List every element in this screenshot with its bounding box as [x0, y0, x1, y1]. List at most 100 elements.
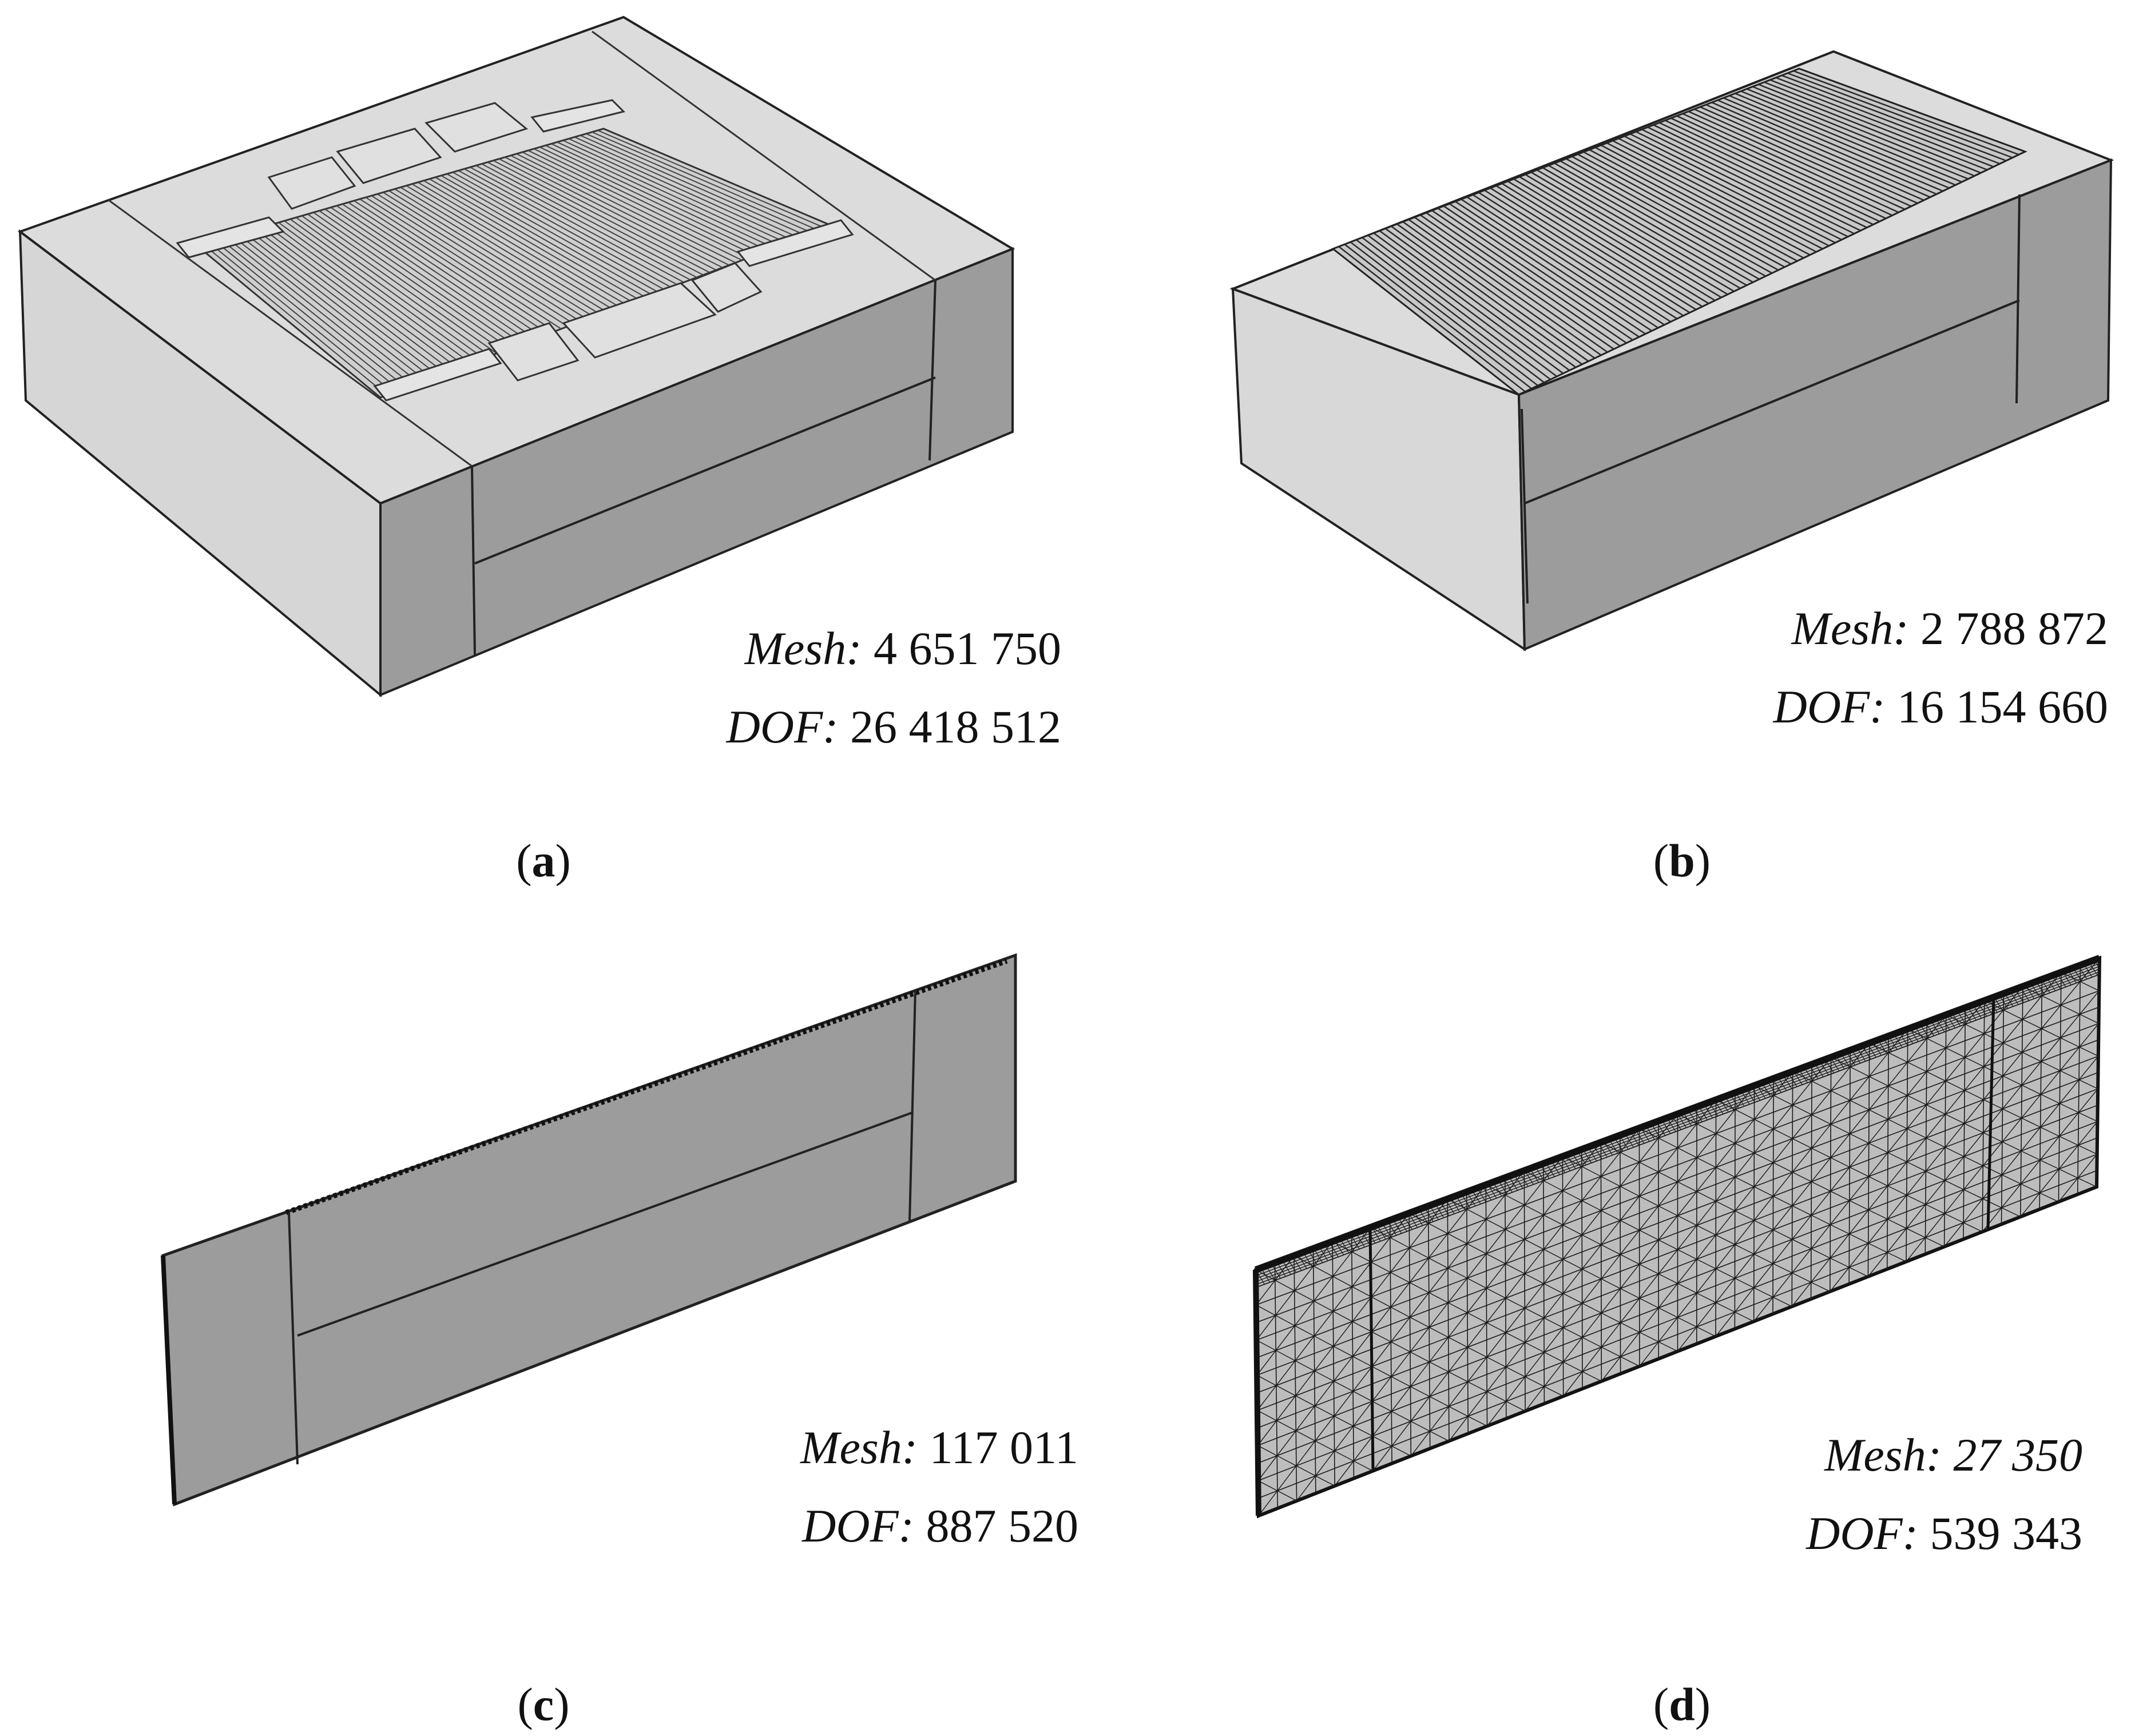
mesh-edge [1525, 1352, 1545, 1377]
mesh-edge [1734, 1287, 1755, 1313]
mesh-edge [1887, 1128, 1908, 1153]
mesh-edge [1391, 1376, 1411, 1387]
idt-finger [481, 163, 697, 278]
idt-finger [1775, 77, 2001, 165]
mesh-edge [1313, 1265, 1334, 1277]
mesh-edge [2002, 1118, 2022, 1142]
mesh-edge [1907, 1105, 1927, 1129]
idt-finger [394, 188, 601, 315]
mesh-edge [1696, 1268, 1716, 1294]
mesh-edge [1296, 1465, 1316, 1476]
idt-finger [1525, 173, 1728, 295]
mesh-edge [1486, 1366, 1506, 1392]
mesh-edge [2002, 1174, 2021, 1185]
mesh-edge [1313, 1311, 1334, 1337]
mesh-edge [1887, 1252, 1907, 1262]
mesh-edge [1372, 1376, 1392, 1402]
idt-finger [388, 190, 594, 317]
mesh-edge [1352, 1391, 1373, 1402]
model-a-pad-5 [530, 99, 625, 133]
mesh-edge [1352, 1321, 1372, 1332]
idt-finger [1658, 122, 1874, 225]
mesh-edge [1525, 1308, 1545, 1318]
mesh-edge [1525, 1342, 1545, 1353]
mesh-edge [1792, 1080, 1812, 1106]
panel-c-dof-line: DOF: 887 520 [800, 1487, 1078, 1565]
mesh-edge [2059, 1070, 2080, 1080]
mesh-edge [1983, 1109, 2003, 1133]
mesh-edge [1486, 1391, 1507, 1402]
mesh-edge [1792, 1181, 1812, 1206]
idt-finger [533, 148, 756, 256]
mesh-edge [1696, 1191, 1716, 1202]
mesh-edge [1982, 1198, 2002, 1209]
idt-finger [1449, 203, 1646, 335]
mesh-edge [1505, 1297, 1525, 1309]
idt-finger [522, 152, 743, 261]
mesh-edge [1906, 1194, 1926, 1205]
mesh-edge [1868, 1242, 1888, 1253]
mesh-edge [1658, 1240, 1678, 1250]
mesh-edge [1830, 1133, 1851, 1158]
mesh-edge [1982, 1207, 2002, 1232]
mesh-edge [1887, 1185, 1907, 1196]
mesh-edge [1448, 1312, 1468, 1338]
idt-finger [470, 166, 684, 283]
idt-finger [1536, 169, 1741, 289]
mesh-edge [1754, 1153, 1774, 1163]
idt-finger [237, 233, 426, 381]
mesh-edge [1716, 1201, 1736, 1211]
mesh-edge [2039, 1159, 2059, 1170]
mesh-edge [1868, 1119, 1888, 1144]
idt-finger [1408, 219, 1602, 356]
idt-finger [1396, 223, 1589, 362]
model-a-top-electrode-left [108, 199, 473, 467]
mesh-edge [1390, 1282, 1410, 1308]
mesh-edge [1906, 1161, 1926, 1172]
mesh-edge [1811, 1123, 1831, 1149]
idt-finger [383, 192, 588, 320]
mesh-edge [1945, 1080, 1965, 1091]
idt-finger [1542, 167, 1747, 286]
mesh-edge [1715, 1177, 1736, 1202]
mesh-edge [1735, 1109, 1755, 1120]
mesh-edge [1409, 1223, 1429, 1248]
idt-finger [243, 232, 432, 379]
mesh-edge [1315, 1440, 1335, 1452]
mesh-edge [1294, 1265, 1314, 1291]
mesh-edge [1773, 1138, 1793, 1163]
mesh-edge [1753, 1263, 1773, 1288]
mesh-edge [1658, 1283, 1678, 1308]
mesh-edge [1964, 1090, 1984, 1101]
mesh-edge [1544, 1386, 1564, 1397]
model-c-2d-section [161, 953, 1017, 1507]
mesh-edge [1410, 1317, 1430, 1328]
mesh-edge [1639, 1195, 1659, 1206]
mesh-edge [1792, 1239, 1812, 1249]
mesh-edge [1332, 1310, 1353, 1322]
mesh-edge [1867, 1043, 1870, 1277]
panel-a-stats: Mesh: 4 651 750 DOF: 26 418 512 [727, 609, 1061, 766]
mesh-edge [1848, 1243, 1869, 1268]
mesh-edge [2002, 1052, 2023, 1076]
mesh-edge [1792, 1114, 1812, 1139]
mesh-edge [1467, 1381, 1487, 1392]
mesh-edge [1334, 1451, 1354, 1461]
mesh-edge [1562, 1269, 1583, 1294]
idt-finger [1572, 156, 1779, 271]
idt-finger [1367, 235, 1558, 378]
mesh-edge [1449, 1416, 1469, 1441]
mesh-edge [1447, 1233, 1467, 1244]
idt-finger [1583, 151, 1792, 265]
mesh-edge [2041, 1038, 2061, 1062]
mesh-edge [1448, 1337, 1468, 1348]
mesh-edge [1888, 1085, 1908, 1096]
mesh-edge [1524, 1273, 1544, 1284]
mesh-edge [2078, 1145, 2098, 1155]
mesh-edge [1581, 1200, 1601, 1211]
mesh-edge [2059, 1112, 2079, 1137]
mesh-edge [2078, 1121, 2098, 1146]
idt-finger [1466, 196, 1665, 325]
mesh-edge [1334, 1460, 1354, 1487]
idt-finger [1548, 165, 1753, 283]
